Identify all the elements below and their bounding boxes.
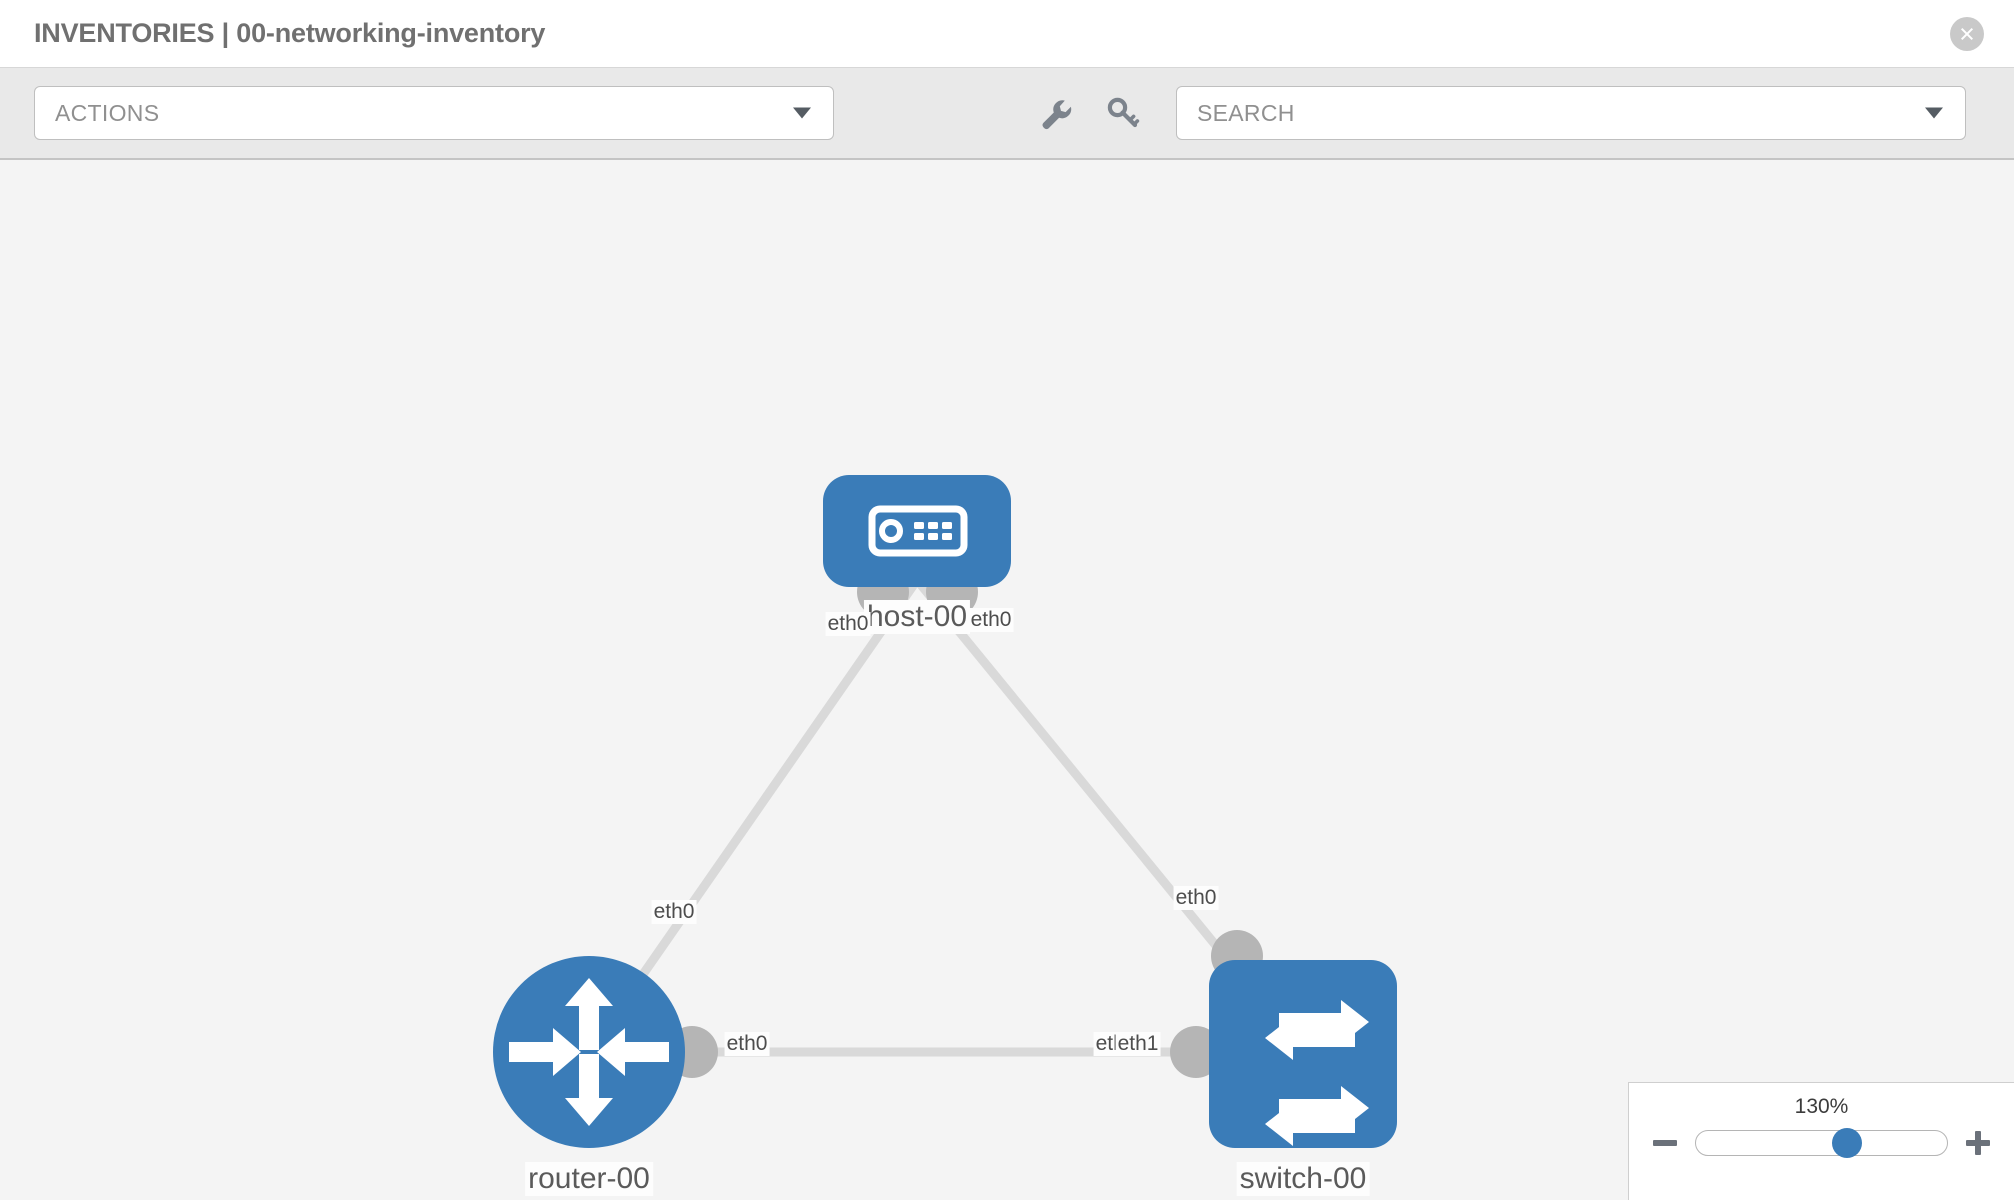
- node-host-00[interactable]: [823, 475, 1011, 587]
- wrench-icon: [1042, 100, 1072, 130]
- host-device-icon: [868, 505, 968, 557]
- node-label-host-00: host-00: [863, 600, 971, 634]
- zoom-slider-track[interactable]: [1695, 1128, 1948, 1158]
- search-input-placeholder: SEARCH: [1197, 99, 1295, 126]
- node-router-00[interactable]: [493, 956, 685, 1148]
- toolbar: ACTIONS SEARCH: [0, 68, 2014, 160]
- key-button[interactable]: [1102, 92, 1144, 134]
- key-icon: [1107, 97, 1140, 128]
- zoom-slider-thumb[interactable]: [1831, 1128, 1862, 1158]
- zoom-level-value: 130%: [1794, 1095, 1849, 1118]
- toolbar-icon-group: [1034, 92, 1144, 134]
- router-arrows-icon: [509, 978, 669, 1126]
- iface-label-router00-right: eth0: [724, 1032, 770, 1056]
- search-dropdown[interactable]: SEARCH: [1176, 86, 1966, 140]
- node-label-switch-00: switch-00: [1236, 1162, 1370, 1196]
- actions-dropdown[interactable]: ACTIONS: [34, 86, 834, 140]
- zoom-control-panel: 130%: [1628, 1082, 2014, 1200]
- iface-label-switch00-up: eth0: [1173, 886, 1219, 910]
- zoom-out-button[interactable]: [1651, 1129, 1679, 1157]
- node-switch-00[interactable]: [1209, 960, 1397, 1148]
- chevron-down-icon: [793, 107, 811, 119]
- iface-label-host00-left: eth0: [825, 612, 871, 636]
- node-label-router-00: router-00: [525, 1162, 653, 1196]
- chevron-down-icon: [1925, 107, 1943, 119]
- wrench-button[interactable]: [1034, 92, 1076, 134]
- zoom-slider-row: [1629, 1128, 2014, 1158]
- close-button[interactable]: [1950, 16, 1984, 51]
- actions-dropdown-label: ACTIONS: [55, 99, 160, 126]
- topology-canvas[interactable]: host-00 router-00 switch-00 eth0 eth0 et…: [0, 160, 2014, 1200]
- iface-label-host00-right: eth0: [968, 608, 1014, 632]
- topology-edges: [585, 577, 1307, 1057]
- switch-arrows-icon: [1265, 1000, 1369, 1146]
- zoom-in-button[interactable]: [1964, 1129, 1992, 1157]
- iface-label-switch00-left-b: eth1: [1115, 1032, 1161, 1056]
- page-title: INVENTORIES | 00-networking-inventory: [34, 18, 546, 48]
- page-header: INVENTORIES | 00-networking-inventory: [0, 0, 2014, 68]
- topology-graph: [493, 475, 1397, 1148]
- iface-label-router00-up: eth0: [651, 900, 697, 924]
- close-icon: [1961, 27, 1973, 40]
